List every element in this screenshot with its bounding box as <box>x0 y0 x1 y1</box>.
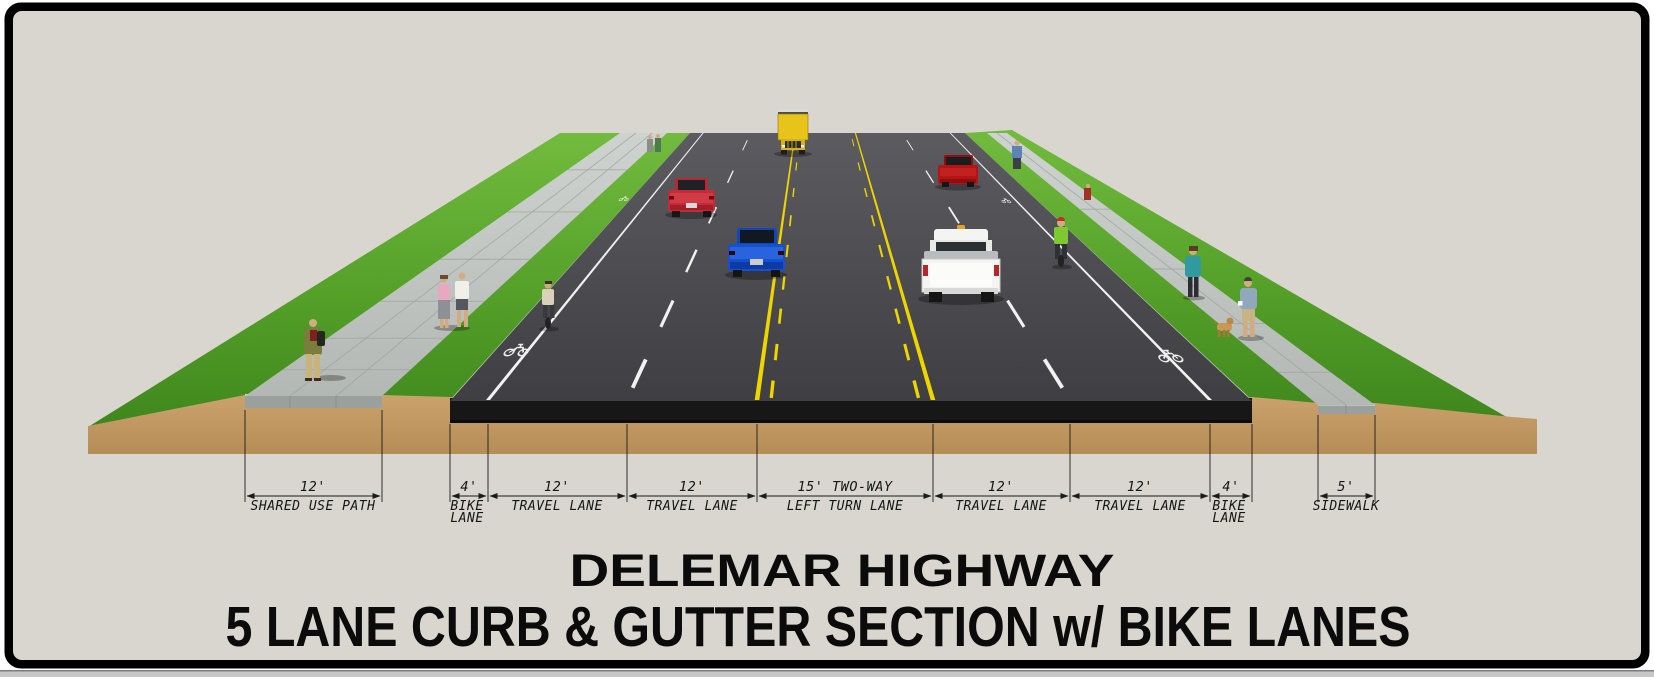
turn-lane-yellow-dash <box>769 380 775 399</box>
pedestrians-distant-left <box>647 134 661 152</box>
right-grass-embankment <box>965 130 1510 419</box>
lane-line-white-dash <box>707 206 718 224</box>
sidewalk-cross-face <box>1318 404 1375 414</box>
turn-lane-yellow-dash <box>788 215 792 227</box>
lane-line-white-dash <box>630 358 648 389</box>
white-pickup-truck <box>918 225 1004 305</box>
turn-lane-yellow-dash <box>777 308 783 324</box>
dimension-label: LEFT TURN LANE <box>787 499 904 514</box>
dimension-label: LANE <box>1212 511 1245 526</box>
center-line-yellow <box>854 133 936 400</box>
dimension-extension-lines <box>244 410 1376 502</box>
blue-sedan <box>725 228 787 280</box>
shared-use-path <box>245 133 667 396</box>
lane-line-white-dash <box>659 299 675 328</box>
turn-lane-yellow-dash <box>851 138 855 147</box>
dog <box>1212 317 1234 337</box>
edge-line-white <box>486 133 704 400</box>
turn-lane-yellow-dash <box>785 244 789 258</box>
pedestrian-green-jacket <box>304 319 346 381</box>
turn-lane-yellow-dash <box>870 215 876 227</box>
turn-lane-yellow-dash <box>878 244 884 258</box>
turn-lane-yellow-dash <box>792 187 795 198</box>
dimension-value: 12' <box>1127 479 1153 495</box>
turn-lane-yellow-dash <box>912 380 921 399</box>
dimension-label: TRAVEL LANE <box>511 499 603 514</box>
lane-line-white-dash <box>925 170 935 184</box>
dimension-label: LANE <box>450 511 483 526</box>
lane-markings <box>282 132 1347 406</box>
lane-line-white-dash <box>685 249 698 273</box>
turn-lane-yellow-dash <box>903 343 911 361</box>
dimension-label: BIKE <box>1212 499 1245 514</box>
path-joint <box>335 132 653 397</box>
turn-lane-yellow-dash <box>886 275 892 290</box>
box-truck <box>774 109 812 157</box>
lane-line-white-dash <box>726 170 734 184</box>
dimension-travel-lane-1: 12' TRAVEL LANE <box>489 479 626 514</box>
dimension-label: SIDEWALK <box>1313 499 1380 514</box>
dimension-bike-lane-right: 4' BIKE LANE <box>1211 479 1251 526</box>
path-joint <box>289 132 637 397</box>
dimension-travel-lane-2: 12' TRAVEL LANE <box>628 479 756 514</box>
dimension-label: TRAVEL LANE <box>1094 499 1186 514</box>
title-line-2: 5 LANE CURB & GUTTER SECTION w/ BIKE LAN… <box>226 595 1411 659</box>
cyclist-left-bike-lane <box>539 281 559 332</box>
dimension-value: 12' <box>679 479 705 495</box>
dimension-value: 5' <box>1337 479 1354 495</box>
turn-lane-yellow-dash <box>773 343 779 361</box>
lane-line-white-dash <box>948 206 960 224</box>
lane-line-white-dash <box>742 139 748 151</box>
red-suv <box>935 155 981 191</box>
dimension-value: 12' <box>988 479 1014 495</box>
dimension-label: TRAVEL LANE <box>955 499 1047 514</box>
dimension-travel-lane-4: 12' TRAVEL LANE <box>1071 479 1209 514</box>
dimension-value: 4' <box>1222 479 1239 495</box>
lane-line-white-dash <box>906 139 914 151</box>
pedestrian-distant-right <box>1012 140 1022 169</box>
lane-line-white-dash <box>1042 358 1064 389</box>
title-line-1: DELEMAR HIGHWAY <box>570 545 1115 596</box>
turn-lane-yellow-dash <box>795 162 798 171</box>
pedestrian-couple <box>434 272 470 331</box>
dimension-travel-lane-3: 12' TRAVEL LANE <box>934 479 1069 514</box>
asphalt-cross-face <box>450 398 1252 423</box>
pedestrian-with-dog <box>1212 277 1264 341</box>
cyclist-right-bike-lane <box>1052 217 1072 270</box>
dimension-sidewalk: 5' SIDEWALK <box>1313 479 1380 514</box>
road-surface <box>450 133 1252 401</box>
turn-lane-yellow-dash <box>781 276 786 290</box>
pedestrian-far-right-path <box>1084 184 1091 200</box>
dimension-value: 12' <box>544 479 570 495</box>
dimension-label: SHARED USE PATH <box>251 499 376 514</box>
page-bottom-edge <box>0 670 1654 677</box>
pedestrian-teal-jacket <box>1183 246 1205 301</box>
dimension-value: 4' <box>460 479 477 495</box>
red-sedan <box>665 178 717 219</box>
shared-use-path-cross-face <box>245 394 382 408</box>
edge-line-white <box>949 133 1212 400</box>
lane-line-white-dash <box>1006 299 1026 328</box>
turn-lane-yellow-dash <box>864 187 868 198</box>
dimension-label: BIKE <box>450 499 483 514</box>
dimension-shared-use-path: 12' SHARED USE PATH <box>246 479 381 514</box>
dimension-value: 15' TWO-WAY <box>798 479 893 495</box>
dimension-bike-lane-left: 4' BIKE LANE <box>450 479 487 526</box>
path-joint <box>996 132 1347 406</box>
dimension-label: TRAVEL LANE <box>646 499 738 514</box>
dimension-two-way-left-turn-lane: 15' TWO-WAY LEFT TURN LANE <box>758 479 932 514</box>
turn-lane-yellow-dash <box>894 308 901 325</box>
dimension-value: 12' <box>300 479 326 495</box>
turn-lane-yellow-dash <box>857 162 861 171</box>
